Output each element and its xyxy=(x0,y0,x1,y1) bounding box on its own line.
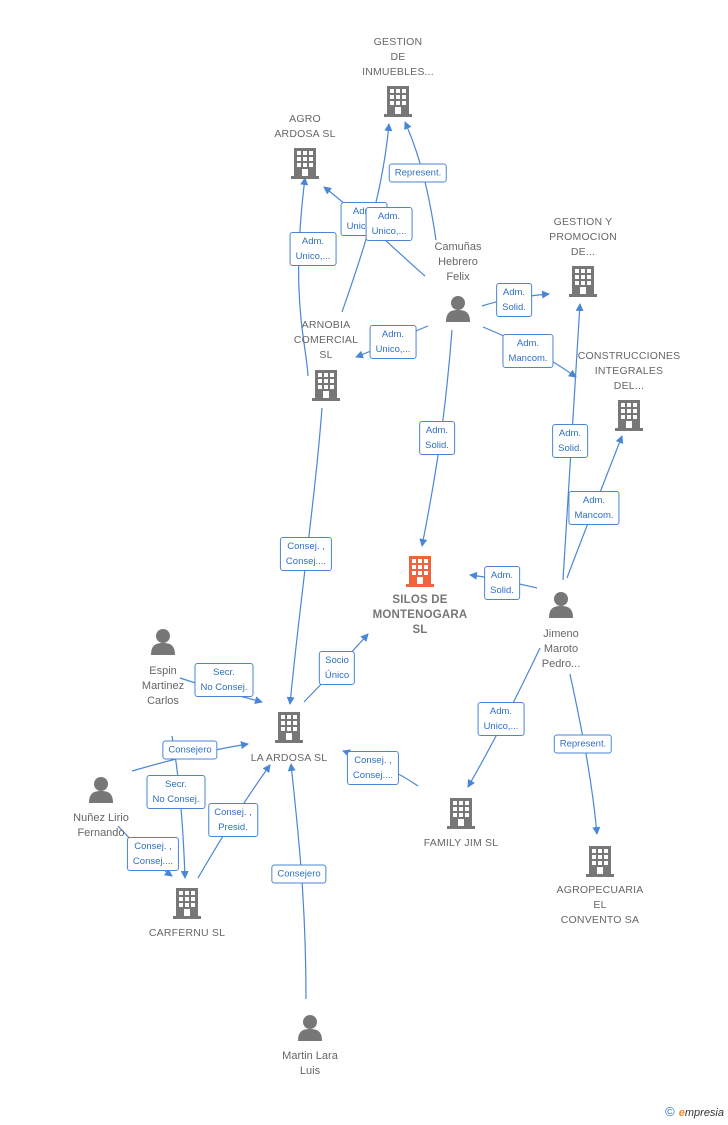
node-label-line: DE xyxy=(390,51,406,63)
node-label-line: CARFERNU SL xyxy=(148,927,226,939)
node-label-line: Camuñas xyxy=(434,241,482,253)
building-icon-construcciones[interactable] xyxy=(615,400,643,431)
edge-line-19 xyxy=(569,673,601,835)
relation-label[interactable]: Consejero xyxy=(271,864,327,884)
node-label-line: Jimeno xyxy=(543,628,579,640)
building-icon-gestion_inmuebles[interactable] xyxy=(384,86,412,117)
person-icon-jimeno[interactable] xyxy=(549,592,573,618)
node-label-line: Hebrero xyxy=(438,256,478,268)
node-label-line: Carlos xyxy=(147,695,179,707)
relation-label[interactable]: Adm.Unico,... xyxy=(289,232,337,266)
node-label-line: AGRO xyxy=(289,113,321,125)
relation-label[interactable]: Secr. No Consej. xyxy=(194,663,254,697)
building-icon-agro_ardosa[interactable] xyxy=(291,148,319,179)
building-icon-la_ardosa[interactable] xyxy=(275,712,303,743)
node-label-gestion_promocion[interactable]: GESTION Y PROMOCION DE... xyxy=(549,215,617,260)
relation-label[interactable]: Consej. ,Consej.... xyxy=(279,537,333,571)
node-label-line: Fernando xyxy=(77,827,125,839)
node-label-line: AGROPECUARIA xyxy=(556,884,644,896)
relation-label[interactable]: Consej. ,Consej.... xyxy=(126,837,180,871)
brand-name: mpresia xyxy=(684,1107,724,1119)
relation-label[interactable]: Adm.Solid. xyxy=(552,424,588,458)
node-label-line: LA ARDOSA SL xyxy=(250,752,328,764)
node-label-agropecuaria[interactable]: AGROPECUARIA EL CONVENTO SA xyxy=(557,883,644,928)
node-label-agro_ardosa[interactable]: AGRO ARDOSA SL xyxy=(274,112,335,142)
node-label-line: Nuñez Lirio xyxy=(73,812,129,824)
relation-label[interactable]: Adm.Solid. xyxy=(484,566,520,600)
node-label-gestion_inmuebles[interactable]: GESTION DE INMUEBLES... xyxy=(362,35,434,80)
edge-line-20 xyxy=(298,177,309,377)
node-label-line: Luis xyxy=(299,1065,321,1077)
node-label-la_ardosa[interactable]: LA ARDOSA SL xyxy=(251,751,328,766)
building-icon-gestion_promocion[interactable] xyxy=(569,266,597,297)
node-label-line: CONSTRUCCIONES xyxy=(577,350,681,362)
node-label-line: ARDOSA SL xyxy=(274,128,336,140)
node-label-line: INMUEBLES... xyxy=(362,66,434,78)
node-label-line: ARNOBIA xyxy=(301,319,351,331)
node-label-line: Felix xyxy=(446,271,470,283)
node-label-line: PROMOCION xyxy=(549,231,617,243)
relation-label[interactable]: Consej. ,Consej.... xyxy=(346,751,400,785)
node-label-line: DEL... xyxy=(613,380,645,392)
relation-label[interactable]: Secr. No Consej. xyxy=(146,775,206,809)
edges-layer xyxy=(117,121,624,1000)
relation-label[interactable]: Represent. xyxy=(553,734,613,754)
node-label-line: FAMILY JIM SL xyxy=(423,837,499,849)
relation-label[interactable]: Adm.Mancom. xyxy=(568,491,620,525)
person-icon-espin[interactable] xyxy=(151,629,175,655)
node-label-line: COMERCIAL xyxy=(293,334,359,346)
relation-label[interactable]: Consejero xyxy=(162,740,218,760)
person-icon-martin[interactable] xyxy=(298,1015,322,1041)
node-label-line: Pedro... xyxy=(541,658,581,670)
relation-label[interactable]: Adm.Solid. xyxy=(496,283,532,317)
person-icon-nunez[interactable] xyxy=(89,777,113,803)
node-label-line: INTEGRALES xyxy=(594,365,664,377)
node-label-line: EL xyxy=(593,899,607,911)
relation-label[interactable]: Consej. ,Presid. xyxy=(208,803,258,837)
building-icon-carfernu[interactable] xyxy=(173,888,201,919)
relation-label[interactable]: Adm.Solid. xyxy=(419,421,455,455)
node-label-arnobia[interactable]: ARNOBIA COMERCIAL SL xyxy=(294,318,358,363)
node-label-line: MONTENOGARA xyxy=(372,609,468,621)
node-label-line: SILOS DE xyxy=(392,594,448,606)
relation-label[interactable]: Adm.Unico,... xyxy=(365,207,413,241)
node-label-line: DE... xyxy=(570,246,596,258)
brand-logo[interactable]: ©empresia xyxy=(665,1104,724,1119)
node-label-line: GESTION Y xyxy=(553,216,613,228)
copyright-mark: © xyxy=(665,1104,675,1119)
relation-label[interactable]: Adm.Unico,... xyxy=(369,325,417,359)
node-label-carfernu[interactable]: CARFERNU SL xyxy=(149,926,225,941)
building-icon-family_jim[interactable] xyxy=(447,798,475,829)
relation-label[interactable]: Adm.Mancom. xyxy=(502,334,554,368)
node-label-line: Espin xyxy=(149,665,177,677)
node-label-line: SL xyxy=(319,349,333,361)
person-icon-camunas[interactable] xyxy=(446,296,470,322)
building-icon-arnobia[interactable] xyxy=(312,370,340,401)
node-label-line: CONVENTO SA xyxy=(560,914,640,926)
node-label-line: Maroto xyxy=(543,643,579,655)
brand-first-letter: e xyxy=(678,1107,685,1119)
node-label-line: SL xyxy=(412,624,428,636)
node-label-construcciones[interactable]: CONSTRUCCIONES INTEGRALES DEL... xyxy=(578,349,681,394)
building-icon-agropecuaria[interactable] xyxy=(586,846,614,877)
node-label-line: GESTION xyxy=(373,36,423,48)
building-icon-silos[interactable] xyxy=(406,556,434,587)
relation-label[interactable]: Adm.Unico,... xyxy=(477,702,525,736)
node-label-line: Martinez xyxy=(141,680,185,692)
node-label-line: Martin Lara xyxy=(282,1050,338,1062)
node-label-family_jim[interactable]: FAMILY JIM SL xyxy=(424,836,499,851)
relation-label[interactable]: Represent. xyxy=(388,163,448,183)
node-label-silos[interactable]: SILOS DE MONTENOGARA SL xyxy=(373,593,468,638)
